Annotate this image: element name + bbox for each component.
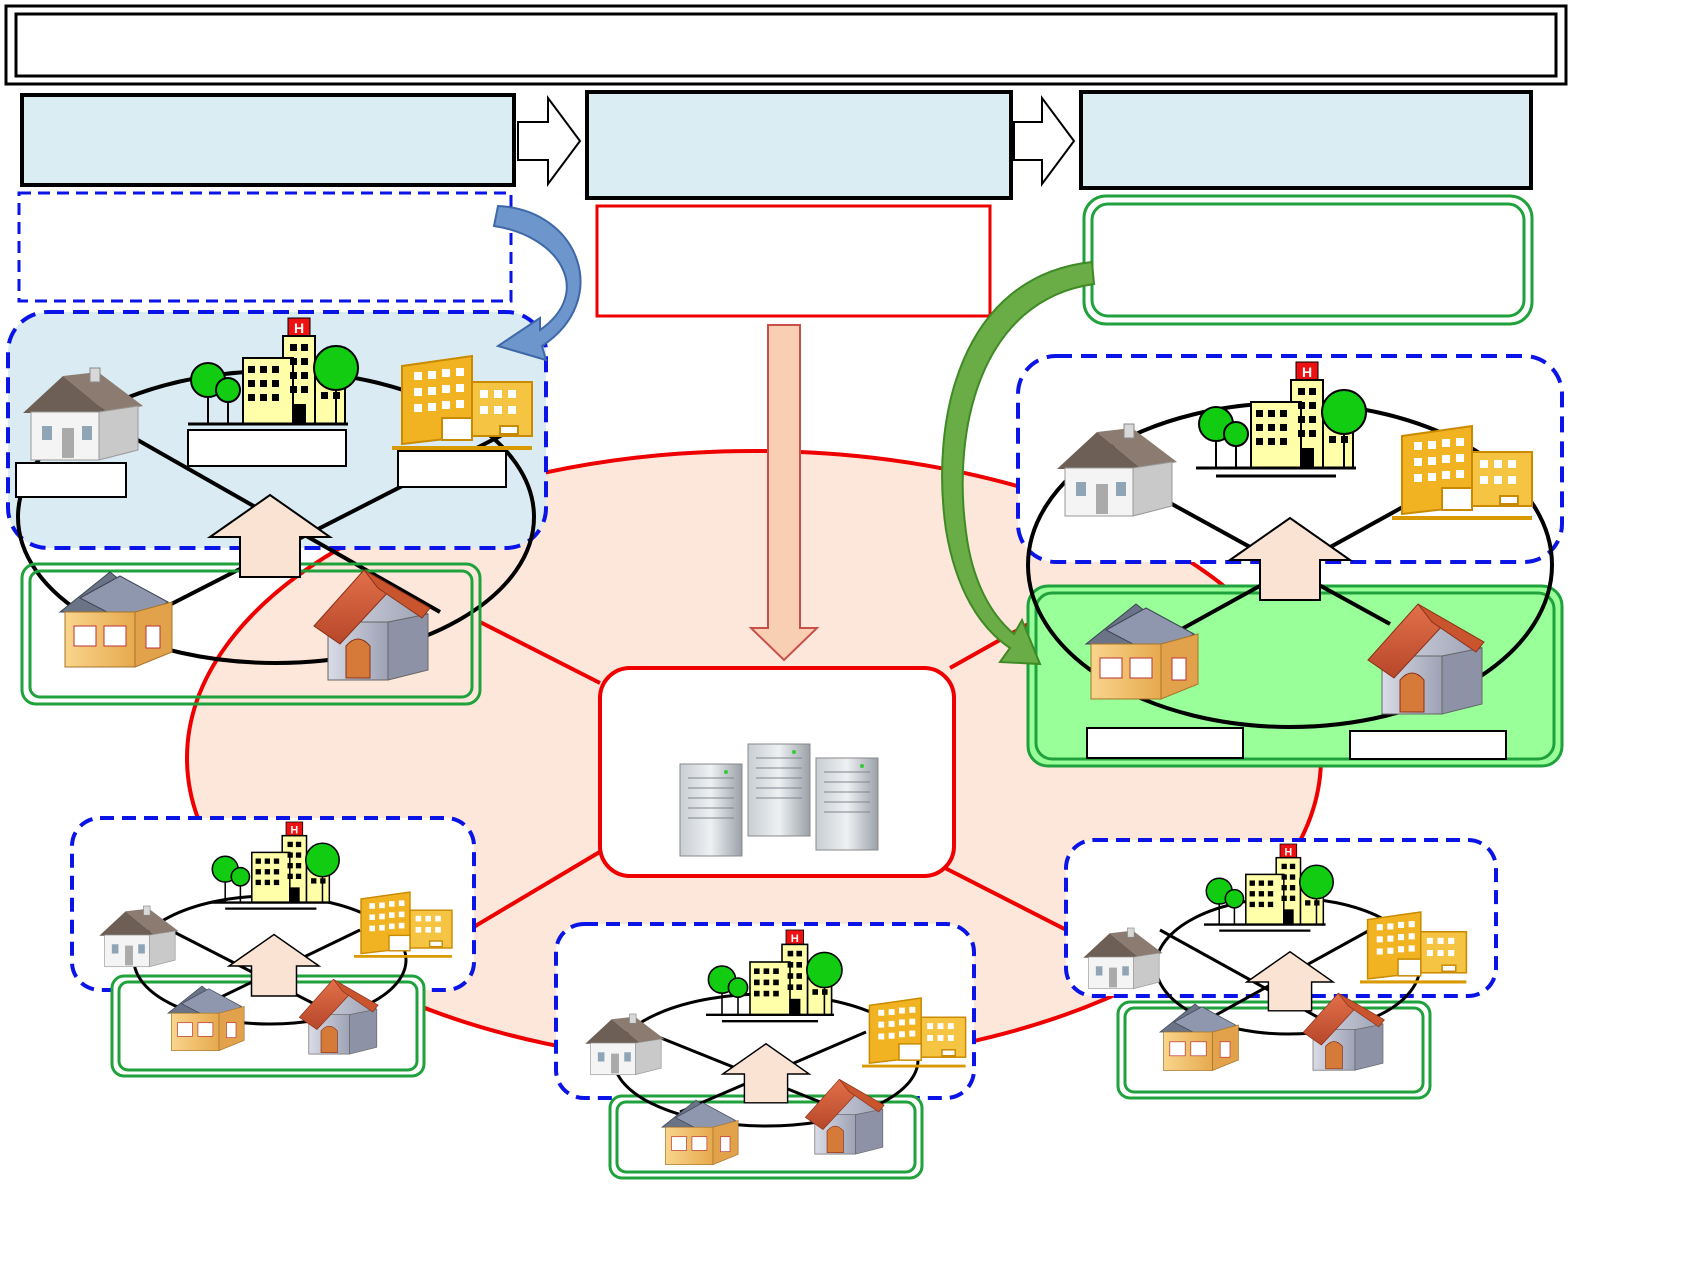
step-3-note-box — [1084, 196, 1532, 324]
cluster-bottom-right — [1066, 840, 1496, 1098]
step-2-note-box — [597, 206, 990, 316]
title-bar — [6, 6, 1566, 84]
data-center-hub — [600, 668, 954, 876]
cluster-bottom-center — [556, 924, 974, 1178]
step-box-2 — [587, 92, 1011, 198]
step-arrow-2 — [1014, 98, 1074, 184]
home-icon — [60, 572, 172, 667]
step-1-note-box — [19, 193, 511, 301]
cluster-bottom-left — [72, 818, 474, 1076]
cluster-top-right — [1018, 356, 1562, 766]
step-box-3 — [1081, 92, 1531, 188]
step-box-1 — [22, 95, 514, 185]
step-arrow-1 — [518, 98, 580, 184]
